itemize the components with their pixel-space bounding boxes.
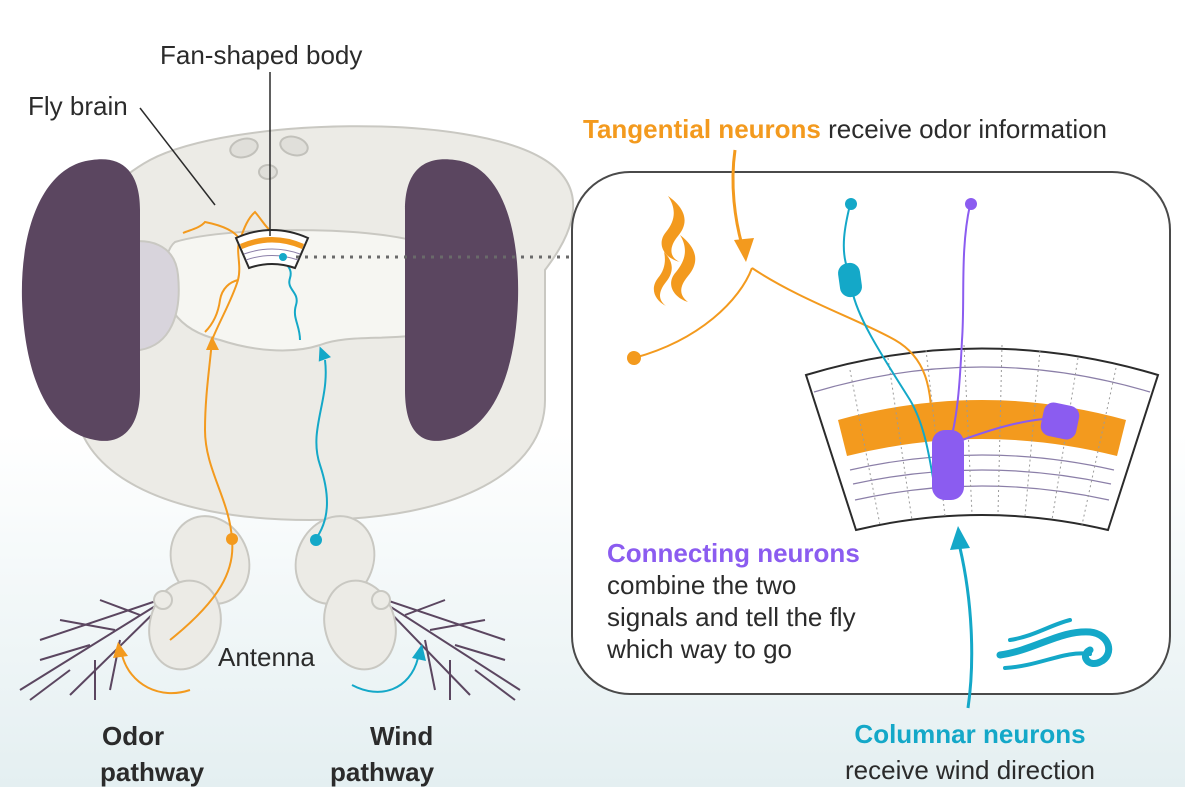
mini-fan-shaped-body — [236, 230, 308, 268]
odor-pathway-line2: pathway — [100, 754, 220, 790]
left-compound-eye — [22, 159, 140, 441]
wind-cell-body — [310, 534, 322, 546]
connecting-line3: which way to go — [607, 633, 860, 665]
tangential-callout: Tangential neurons receive odor informat… — [583, 114, 1107, 144]
odor-pathway-line1: Odor — [100, 718, 220, 754]
fan-shaped-body-label: Fan-shaped body — [160, 40, 362, 70]
connecting-title: Connecting neurons — [607, 537, 860, 569]
columnar-title: Columnar neurons — [790, 716, 1150, 752]
connecting-callout: Connecting neurons combine the two signa… — [607, 537, 860, 665]
connecting-terminal-large — [932, 430, 964, 500]
tangential-title: Tangential neurons — [583, 114, 821, 144]
columnar-text: receive wind direction — [790, 752, 1150, 788]
ocellus-center — [259, 165, 277, 179]
tangential-text: receive odor information — [821, 114, 1107, 144]
wind-pathway-label: Wind pathway — [330, 718, 460, 790]
connecting-cell-body — [965, 198, 977, 210]
fly-brain-label: Fly brain — [28, 91, 128, 121]
antenna-label: Antenna — [218, 642, 315, 672]
columnar-cell-body — [845, 198, 857, 210]
wind-pathway-line1: Wind — [330, 718, 460, 754]
odor-pathway-label: Odor pathway — [100, 718, 220, 790]
columnar-callout: Columnar neurons receive wind direction — [790, 716, 1150, 788]
wind-pathway-line2: pathway — [330, 754, 460, 790]
fan-shaped-body-detail — [806, 345, 1158, 530]
connecting-line2: signals and tell the fly — [607, 601, 860, 633]
odor-cell-body — [226, 533, 238, 545]
tangential-cell-body — [627, 351, 641, 365]
connecting-line1: combine the two — [607, 569, 860, 601]
